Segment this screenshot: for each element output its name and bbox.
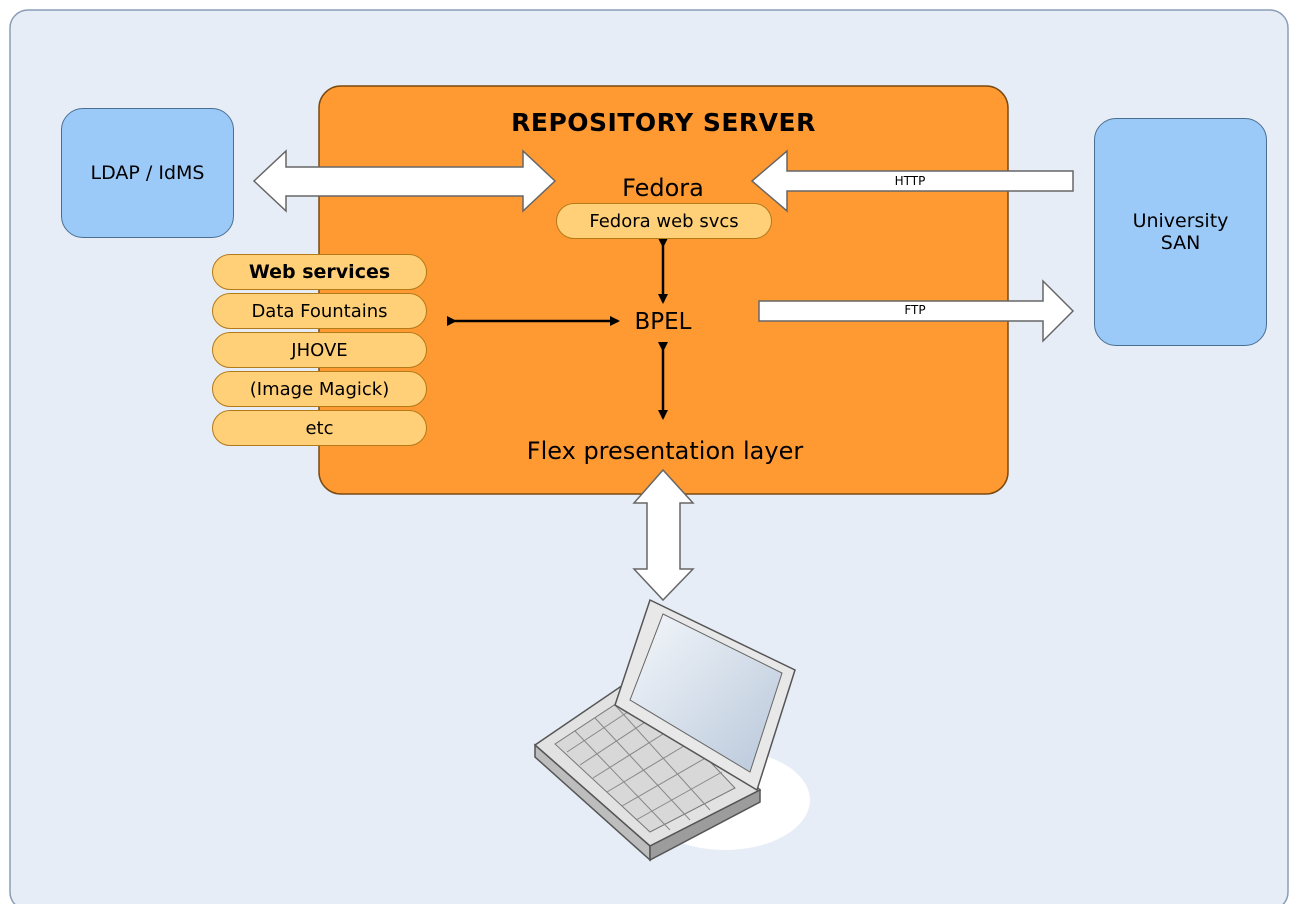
flex-layer-label: Flex presentation layer xyxy=(526,437,804,465)
server-title: REPOSITORY SERVER xyxy=(511,108,816,137)
service-label: etc xyxy=(305,417,334,439)
fedora-web-svcs-label: Fedora web svcs xyxy=(589,210,739,232)
service-label: Data Fountains xyxy=(251,300,388,322)
university-san-box: University SAN xyxy=(1094,118,1267,346)
ldap-idms-label: LDAP / IdMS xyxy=(90,162,205,184)
bpel-label: BPEL xyxy=(634,309,692,335)
service-image-magick: (Image Magick) xyxy=(212,371,427,407)
service-jhove: JHOVE xyxy=(212,332,427,368)
http-label: HTTP xyxy=(894,174,926,188)
client-double-arrow xyxy=(632,468,695,602)
service-web-services: Web services xyxy=(212,254,427,290)
ldap-double-arrow xyxy=(252,149,557,213)
ldap-idms-box: LDAP / IdMS xyxy=(61,108,234,238)
service-label: (Image Magick) xyxy=(249,378,390,400)
ftp-label: FTP xyxy=(904,303,926,317)
service-label: JHOVE xyxy=(291,339,348,361)
service-label: Web services xyxy=(248,261,391,283)
university-san-line2: SAN xyxy=(1160,232,1201,254)
laptop-icon xyxy=(533,598,810,862)
fedora-web-svcs-pill: Fedora web svcs xyxy=(556,203,772,239)
university-san-line1: University xyxy=(1132,210,1229,232)
http-arrow xyxy=(750,149,1074,213)
service-data-fountains: Data Fountains xyxy=(212,293,427,329)
service-etc: etc xyxy=(212,410,427,446)
ftp-arrow xyxy=(758,279,1075,343)
fedora-label: Fedora xyxy=(622,174,704,202)
